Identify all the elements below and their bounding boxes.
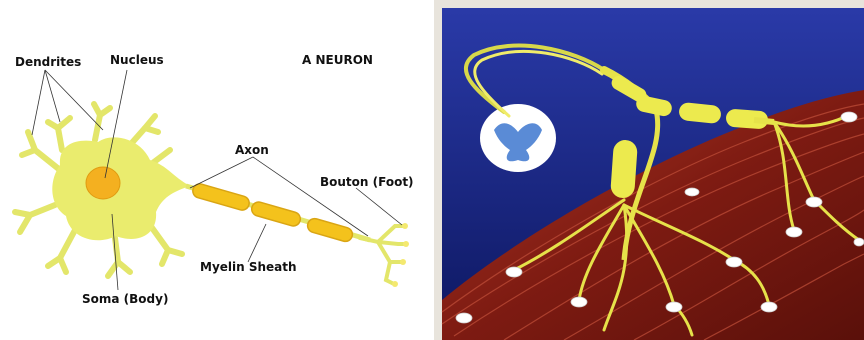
motor-neuron-illustration-panel xyxy=(434,0,864,340)
diagram-title: A NEURON xyxy=(302,53,373,67)
neuron-diagram xyxy=(0,0,434,340)
nucleus-shape xyxy=(86,167,120,199)
label-soma: Soma (Body) xyxy=(82,292,168,306)
spinal-cord-section xyxy=(480,104,556,172)
motor-neuron-illustration xyxy=(434,0,864,340)
myelin-segments xyxy=(191,182,354,243)
label-dendrites: Dendrites xyxy=(15,55,81,69)
label-nucleus: Nucleus xyxy=(110,53,164,67)
label-myelin-sheath: Myelin Sheath xyxy=(200,260,297,274)
label-axon: Axon xyxy=(235,143,269,157)
label-bouton: Bouton (Foot) xyxy=(320,175,414,189)
bouton-knobs xyxy=(392,223,409,287)
neuron-diagram-panel: A NEURON Dendrites Nucleus Axon Bouton (… xyxy=(0,0,434,340)
